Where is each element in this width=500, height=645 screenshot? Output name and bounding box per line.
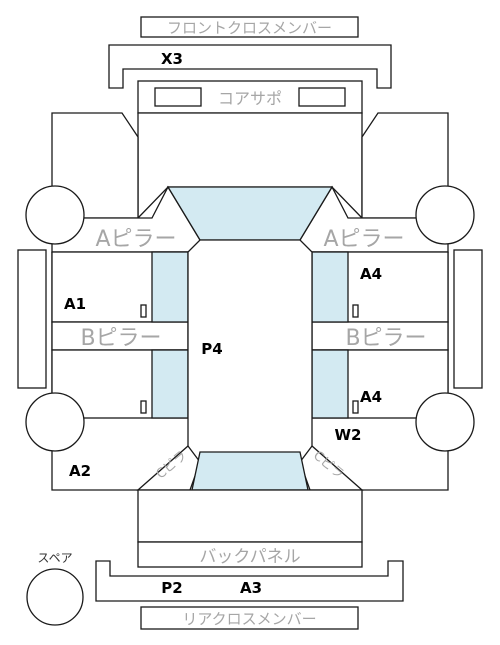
core-support-label: コアサポ xyxy=(218,89,282,108)
rear-door-glass-left xyxy=(151,349,189,419)
damage-mark-a1: A1 xyxy=(64,295,86,313)
door-handle-front-right xyxy=(352,304,359,318)
back-panel-box xyxy=(137,541,363,568)
wheel-front-left xyxy=(25,185,85,245)
rear-member-bracket xyxy=(95,560,404,602)
wheel-rear-right xyxy=(415,392,475,452)
rear-cross-member-box xyxy=(140,606,359,630)
spare-label: スペア xyxy=(37,551,72,565)
headlight-left xyxy=(154,87,202,107)
side-step-left xyxy=(17,249,47,389)
spare-tire xyxy=(26,568,84,626)
door-handle-rear-right xyxy=(352,400,359,414)
damage-mark-w2: W2 xyxy=(335,426,362,444)
damage-mark-p2: P2 xyxy=(161,579,182,597)
door-handle-front-left xyxy=(140,304,147,318)
a-pillar-right-label: Aピラー xyxy=(323,227,404,252)
b-pillar-right-label: Bピラー xyxy=(345,326,426,351)
rear-door-glass-right xyxy=(311,349,349,419)
trunk-lid xyxy=(137,489,363,543)
front-member-bracket xyxy=(108,44,392,89)
damage-mark-a3: A3 xyxy=(240,579,262,597)
rear-window-glass xyxy=(191,451,309,491)
wheel-rear-left xyxy=(25,392,85,452)
damage-mark-p4: P4 xyxy=(201,340,222,358)
side-step-right xyxy=(453,249,483,389)
a-pillar-left-label: Aピラー xyxy=(95,227,176,252)
front-door-glass-right xyxy=(311,251,349,323)
front-cross-member-box xyxy=(140,16,359,38)
door-handle-rear-left xyxy=(140,400,147,414)
damage-mark-a2: A2 xyxy=(69,462,91,480)
front-cross-member-label: フロントクロスメンバー xyxy=(167,19,332,37)
rear-cross-member-label: リアクロスメンバー xyxy=(182,610,316,628)
b-pillar-left-label: Bピラー xyxy=(80,326,161,351)
damage-mark-a4-front: A4 xyxy=(360,265,382,283)
front-door-glass-left xyxy=(151,251,189,323)
back-panel-label: バックパネル xyxy=(199,547,300,567)
headlight-right xyxy=(298,87,346,107)
damage-mark-a4-rear: A4 xyxy=(360,388,382,406)
wheel-front-right xyxy=(415,185,475,245)
damage-mark-x3: X3 xyxy=(161,50,183,68)
